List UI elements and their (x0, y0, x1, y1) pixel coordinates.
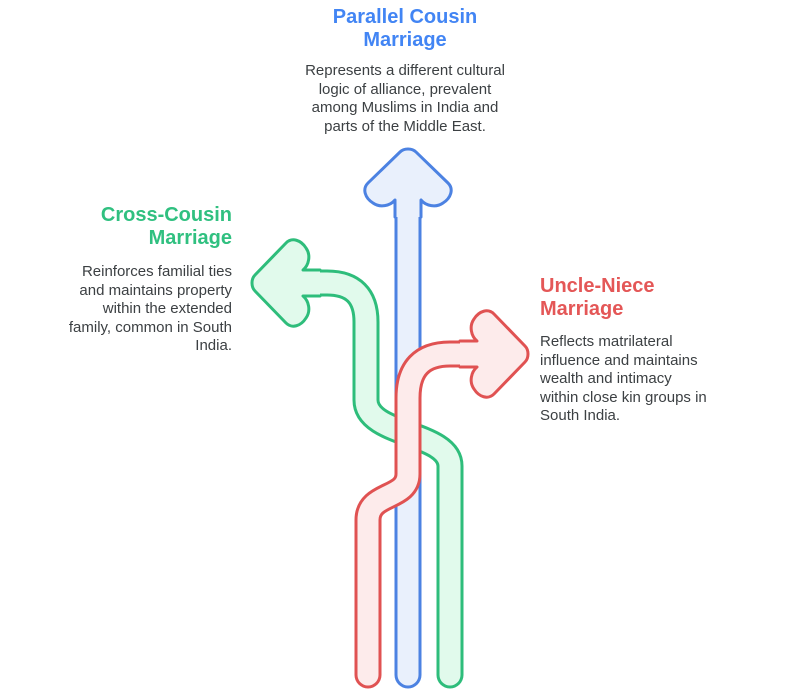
cross-cousin-arrowhead-outline (250, 238, 322, 328)
text-line: South India. (540, 407, 621, 424)
text-line: Parallel Cousin (332, 6, 478, 28)
text-line: logic of alliance, prevalent (318, 80, 492, 98)
text-line: Uncle-Niece (540, 275, 655, 297)
text-line: Reinforces familial ties (81, 263, 232, 280)
text-line: Marriage (540, 298, 624, 320)
text-line: Marriage (363, 29, 447, 51)
uncle-niece-title: Uncle-Niece Marriage (540, 275, 720, 321)
cross-cousin-title: Cross-Cousin Marriage (52, 204, 232, 250)
uncle-niece-description: Reflects matrilateral influence and main… (540, 333, 740, 426)
uncle-niece-shaft (357, 343, 475, 686)
uncle-niece-arrow (354, 309, 530, 689)
parallel-cousin-arrowhead-outline (363, 147, 453, 219)
text-line: and maintains property (79, 281, 232, 299)
text-line: among Muslims in India and (311, 99, 499, 116)
text-line: family, common in South (68, 318, 232, 336)
text-line: parts of the Middle East. (324, 117, 486, 135)
text-line: Marriage (148, 227, 232, 249)
text-line: Reflects matrilateral (540, 333, 673, 350)
text-line: India. (195, 337, 232, 354)
text-line: influence and maintains (540, 351, 698, 369)
uncle-niece-arrowhead-outline (458, 309, 530, 399)
text-line: within close kin groups in (540, 388, 707, 406)
text-line: Cross-Cousin (100, 204, 232, 226)
cross-cousin-description: Reinforces familial ties and maintains p… (42, 263, 232, 356)
text-line: Represents a different cultural (305, 62, 505, 79)
cross-cousin-shaft (295, 272, 461, 686)
text-line: within the extended (102, 300, 232, 317)
parallel-cousin-title: Parallel Cousin Marriage (305, 6, 505, 52)
text-line: wealth and intimacy (540, 370, 672, 387)
parallel-cousin-description: Represents a different cultural logic of… (280, 62, 530, 136)
cross-cousin-arrow (250, 238, 464, 689)
